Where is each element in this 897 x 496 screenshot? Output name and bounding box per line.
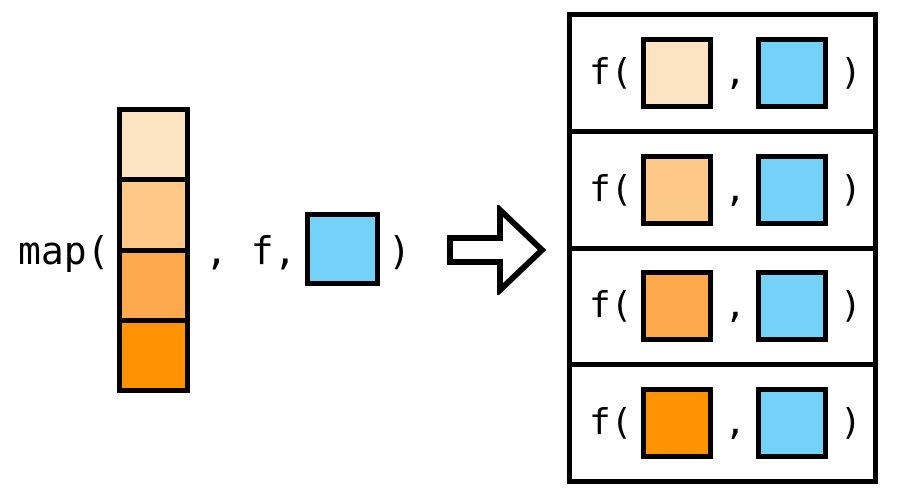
row-second-argument-square (756, 270, 829, 343)
result-row: f( , ) (572, 17, 873, 134)
row-first-argument-square (641, 153, 714, 226)
row-comma-label: , (724, 168, 747, 210)
row-second-argument-square (756, 153, 829, 226)
source-column-cell-2 (117, 177, 190, 253)
map-function-label: map( (18, 229, 110, 273)
row-comma-label: , (724, 51, 747, 93)
map-close-paren-label: ) (388, 229, 411, 273)
row-first-argument-square (641, 270, 714, 343)
row-open-paren-label: f( (589, 285, 633, 327)
map-expression: map( , f, ) (0, 0, 430, 496)
right-arrow-icon (447, 205, 547, 295)
row-open-paren-label: f( (589, 402, 633, 444)
row-open-paren-label: f( (589, 168, 633, 210)
row-first-argument-square (641, 36, 714, 109)
row-close-paren-label: ) (840, 168, 862, 210)
map-arguments-label: , f, (205, 229, 297, 273)
result-row: f( , ) (572, 134, 873, 251)
source-column (117, 107, 190, 393)
row-comma-label: , (724, 402, 747, 444)
row-comma-label: , (724, 285, 747, 327)
row-close-paren-label: ) (840, 402, 862, 444)
row-first-argument-square (641, 387, 714, 460)
row-close-paren-label: ) (840, 285, 862, 327)
result-row: f( , ) (572, 251, 873, 368)
source-column-cell-4 (117, 317, 190, 393)
result-row: f( , ) (572, 367, 873, 479)
row-open-paren-label: f( (589, 51, 633, 93)
map-extra-argument-square (305, 212, 380, 286)
source-column-cell-3 (117, 247, 190, 323)
row-second-argument-square (756, 36, 829, 109)
row-second-argument-square (756, 387, 829, 460)
result-panel: f( , ) f( , ) f( , ) f( , ) (567, 12, 878, 484)
source-column-cell-1 (117, 107, 190, 183)
row-close-paren-label: ) (840, 51, 862, 93)
